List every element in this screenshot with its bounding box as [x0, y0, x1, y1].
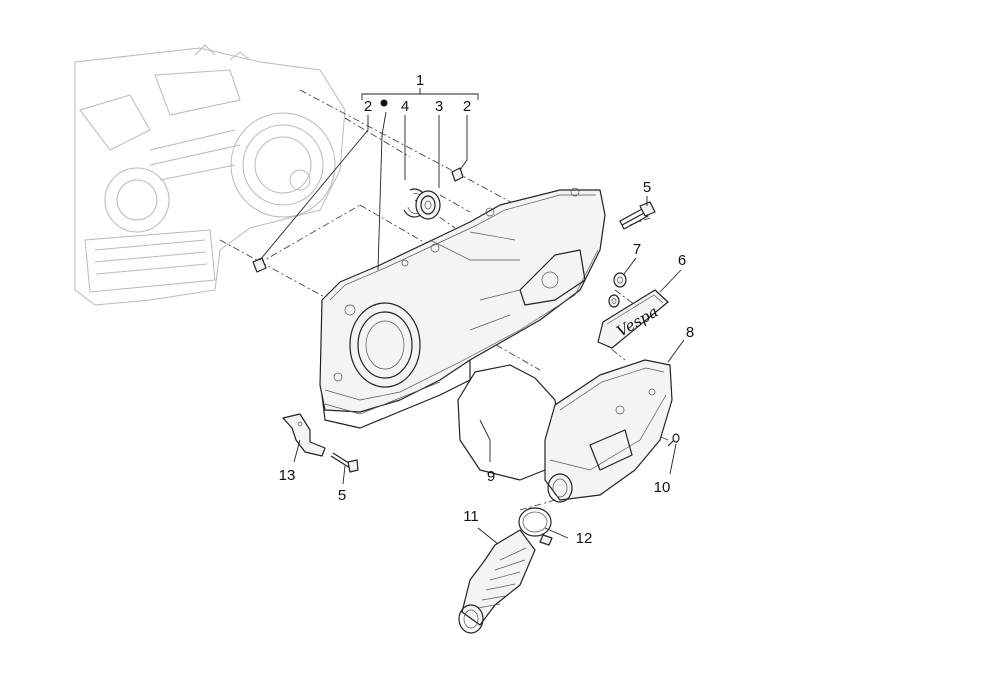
- engine-ghost-outline: [74, 44, 346, 306]
- callout-12: 12: [576, 530, 593, 547]
- callout-5-lower: 5: [338, 487, 346, 504]
- bullet-marker: [380, 99, 388, 107]
- callout-8: 8: [686, 324, 694, 341]
- callout-3: 3: [435, 98, 443, 115]
- callout-2-right: 2: [463, 98, 471, 115]
- badge-plate: Vespa: [597, 289, 669, 349]
- callout-6: 6: [678, 252, 686, 269]
- dowel-pin-left: [252, 257, 267, 273]
- screw-small: [667, 433, 680, 447]
- leader-lines: [259, 111, 685, 545]
- dowel-pin-right: [451, 167, 464, 182]
- intake-hose: [458, 529, 536, 634]
- callout-2-left: 2: [364, 98, 372, 115]
- mounting-bracket: [282, 413, 326, 457]
- washer-upper: [613, 272, 627, 288]
- callout-labels: 1 2 4 3 2 5 7 6 8 9 10 11 12 13 5: [279, 72, 695, 547]
- hose-clamp: [518, 507, 553, 546]
- bolt-upper: [619, 201, 656, 230]
- group-bracket-1: [361, 88, 479, 107]
- bearing: [415, 190, 441, 220]
- transmission-cover: [319, 187, 606, 429]
- callout-5-upper: 5: [643, 179, 651, 196]
- callout-11: 11: [463, 508, 479, 525]
- callout-13: 13: [279, 467, 296, 484]
- callout-7: 7: [633, 241, 641, 258]
- air-intake-housing: [544, 359, 673, 503]
- bolt-lower: [330, 452, 359, 473]
- callout-4: 4: [401, 98, 409, 115]
- callout-10: 10: [654, 479, 671, 496]
- callout-1: 1: [416, 72, 424, 89]
- washer-lower: [608, 294, 620, 308]
- callout-9: 9: [487, 468, 495, 485]
